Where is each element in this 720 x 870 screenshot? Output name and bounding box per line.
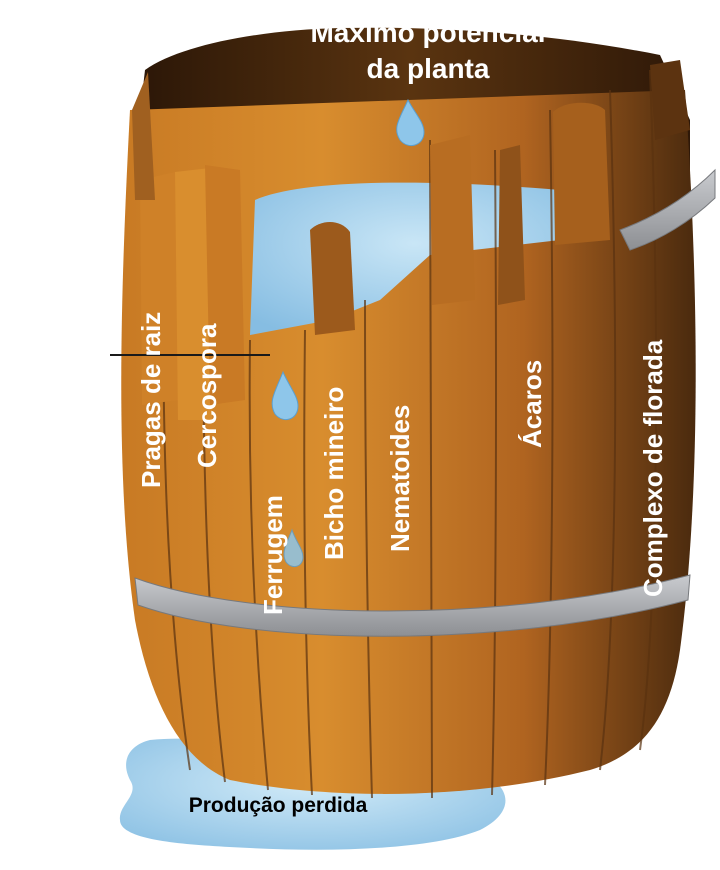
- stave-label-florada: Complexo de florada: [638, 339, 668, 597]
- title-line1: Máximo potencial: [311, 17, 546, 48]
- stave-label-acaros: Ácaros: [517, 360, 547, 448]
- stave-label-nematoides: Nematoides: [385, 405, 415, 552]
- title-line2: da planta: [367, 53, 490, 84]
- stave-label-cercospora: Cercospora: [192, 323, 222, 468]
- puddle-label: Produção perdida: [189, 794, 368, 817]
- stave-label-pragas: Pragas de raiz: [136, 312, 166, 488]
- stave-label-bicho: Bicho mineiro: [319, 387, 349, 560]
- stave-label-ferrugem: Ferrugem: [258, 495, 288, 615]
